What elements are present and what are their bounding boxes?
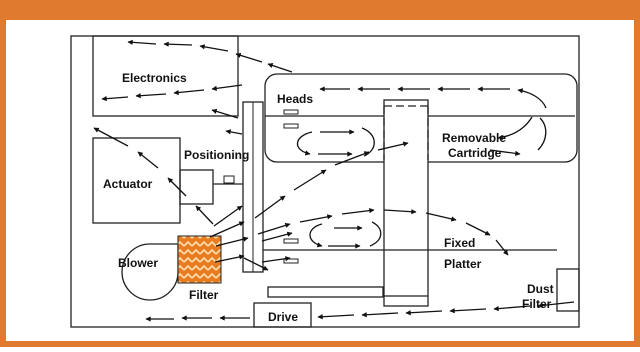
arrowhead-icon [137,151,159,169]
upper-head-1 [283,109,299,115]
arrowhead-icon [361,127,375,157]
arrowhead-icon [211,84,243,91]
arrowhead-icon [225,129,243,135]
arrowhead-icon [211,108,239,119]
arrowhead-icon [257,222,291,235]
removable-label-line2: Cartridge [448,146,502,160]
airflow-arrows [93,39,575,322]
arrowhead-icon [93,127,129,147]
top-orange-band [0,0,640,20]
arrowhead-icon [334,151,370,166]
drive-shelf [267,286,384,298]
arrowhead-icon [489,149,521,156]
arrowhead-icon [254,195,286,219]
arrowhead-icon [465,222,491,236]
arrowhead-icon [299,214,333,223]
arrowhead-icon [383,209,417,215]
arrowhead-icon [214,254,245,263]
arrowhead-icon [199,44,229,52]
positioning-link [179,169,214,205]
right-orange-band [634,0,640,347]
arrowhead-icon [493,305,531,312]
arrowhead-icon [425,212,457,222]
arrowhead-icon [341,208,375,215]
herringbone-filter-icon [177,235,222,284]
actuator-label: Actuator [103,177,153,191]
arrowhead-icon [317,314,355,320]
arrowhead-icon [163,41,193,47]
arrowhead-icon [293,169,327,191]
drive-box [253,302,312,328]
arrowhead-icon [517,88,547,109]
arrowhead-icon [296,131,313,156]
arrowhead-icon [235,52,263,63]
electronics-box [92,35,239,117]
arrowhead-icon [167,177,187,197]
left-orange-band [0,0,6,347]
spindle-column [383,99,429,307]
arrowhead-icon [405,310,443,316]
arrowhead-icon [377,141,409,151]
dust-filter-label-line1: Dust [527,282,554,296]
arrowhead-icon [267,63,293,73]
dust-filter-box [556,268,580,312]
positioning-nub [223,175,235,184]
platter-label: Platter [444,257,482,271]
arrowhead-icon [449,308,487,314]
lower-head-2 [283,258,299,264]
fixed-label: Fixed [444,236,475,250]
bottom-orange-band [0,341,640,347]
arrowhead-icon [537,301,575,309]
arrowhead-icon [537,117,547,151]
arrowhead-icon [261,231,293,242]
blower-label: Blower [118,256,158,270]
arrowhead-icon [101,96,129,102]
arrowhead-icon [173,89,205,96]
arrowhead-icon [213,205,243,227]
arrowhead-icon [135,93,167,99]
lower-head-1 [283,238,299,244]
arrowhead-icon [309,223,323,248]
enclosure-outline [70,35,580,328]
arrowhead-icon [497,116,533,140]
positioning-label: Positioning [184,148,249,162]
arrowhead-icon [127,39,157,45]
arrowhead-icon [369,221,382,247]
arrowhead-icon [361,312,399,318]
heads-label: Heads [277,92,313,106]
dust-filter-label-line2: Filter [522,297,552,311]
arrowhead-icon [215,236,249,247]
upper-head-2 [283,123,299,129]
arrowhead-icon [495,239,509,256]
drive-label: Drive [268,310,298,324]
arrowhead-icon [195,205,214,225]
removable-label-line1: Removable [442,131,506,145]
filter-label: Filter [189,288,219,302]
arrowhead-icon [243,257,269,271]
arrowhead-icon [209,221,245,238]
electronics-label: Electronics [122,71,187,85]
blower-fan-icon [121,243,179,301]
arrowhead-icon [261,256,291,263]
